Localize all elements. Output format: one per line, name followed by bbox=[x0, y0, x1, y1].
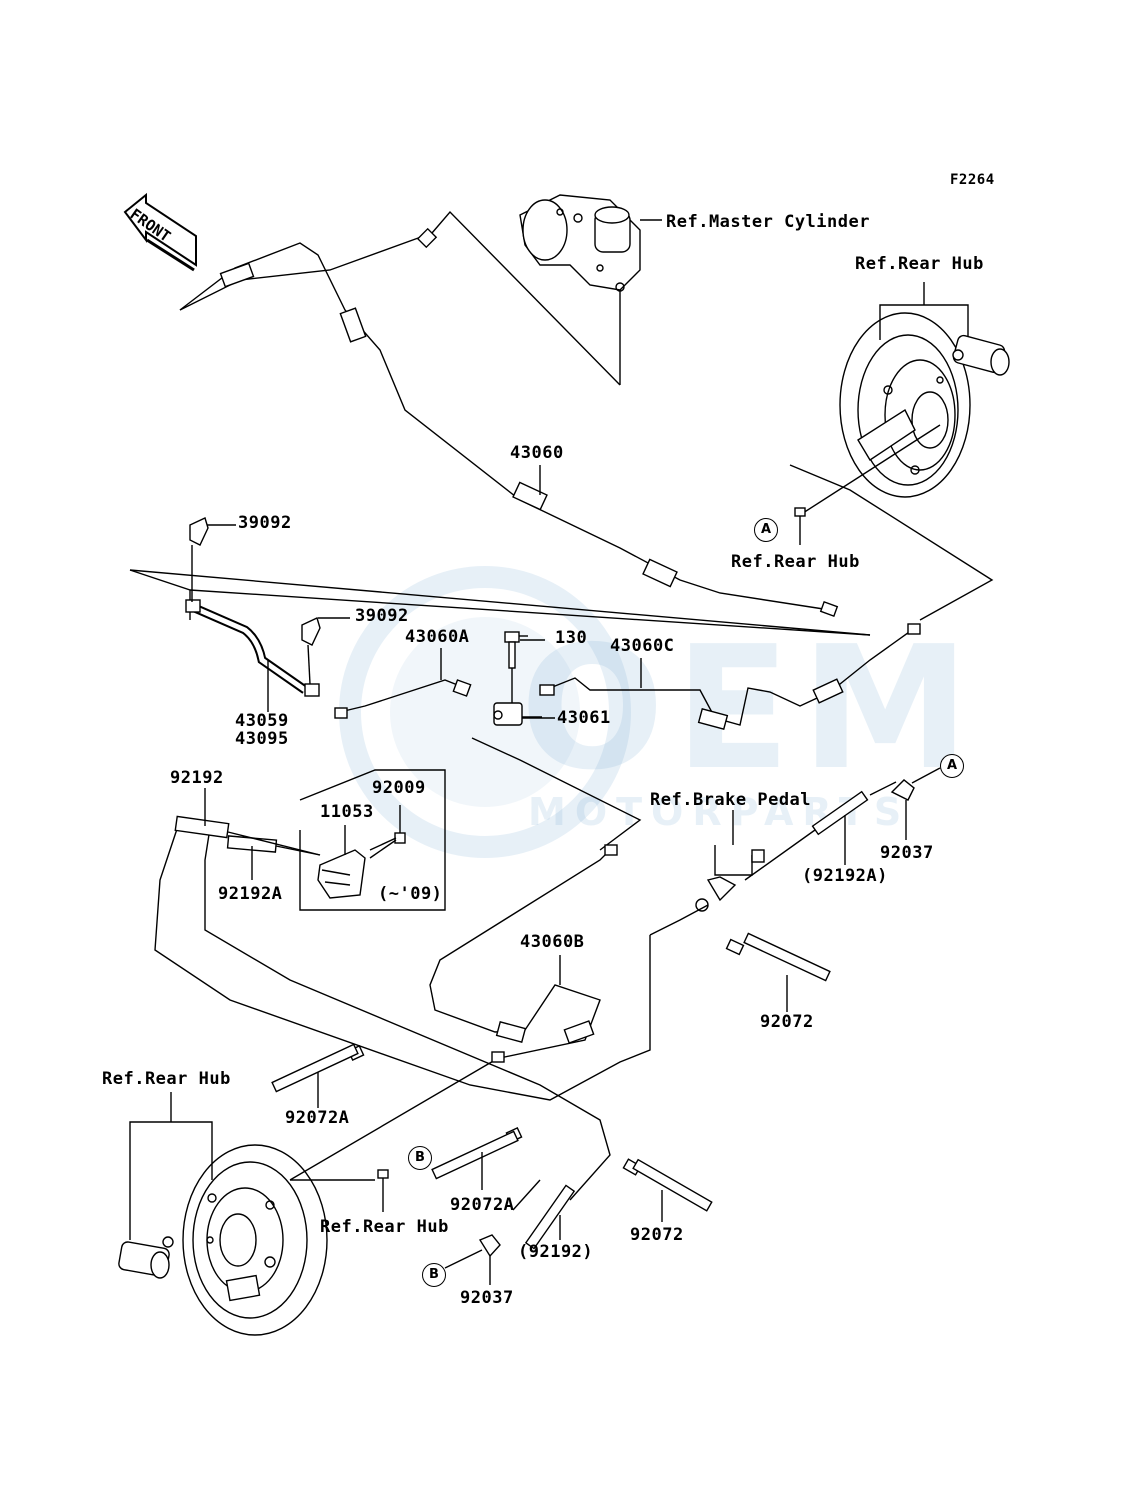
label-92037-right[interactable]: 92037 bbox=[880, 843, 934, 863]
label-92009[interactable]: 92009 bbox=[372, 778, 426, 798]
bleeder-screw-icon bbox=[377, 1169, 389, 1212]
rear-hub-brake-plate-bottom bbox=[118, 1092, 328, 1336]
guide-line bbox=[471, 737, 642, 851]
brake-pedal-bracket bbox=[695, 810, 765, 912]
leader-line bbox=[444, 1249, 483, 1269]
callout-a-top: A bbox=[754, 518, 778, 542]
label-43060A[interactable]: 43060A bbox=[405, 627, 470, 647]
label-92192[interactable]: 92192 bbox=[170, 768, 224, 788]
label-43060C[interactable]: 43060C bbox=[610, 636, 675, 656]
figure-code: F2264 bbox=[950, 172, 995, 188]
junction-block-43061 bbox=[493, 631, 542, 726]
label-39092-lower[interactable]: 39092 bbox=[355, 606, 409, 626]
label-92192A[interactable]: 92192A bbox=[218, 884, 283, 904]
callout-b-low: B bbox=[422, 1263, 446, 1287]
brake-pipe-43060B bbox=[429, 844, 618, 1063]
label-39092-upper[interactable]: 39092 bbox=[238, 513, 292, 533]
wire-routing bbox=[154, 819, 816, 1201]
brake-hose-43059 bbox=[185, 517, 321, 712]
cable-tie-92072-bottom bbox=[622, 1158, 713, 1222]
sleeve-92192-bottom bbox=[524, 1184, 576, 1250]
label-43095[interactable]: 43095 bbox=[235, 729, 289, 749]
label-09-note: (~'09) bbox=[378, 884, 443, 904]
wheel-cylinder-icon bbox=[118, 1236, 174, 1279]
sleeve-92192 bbox=[174, 815, 230, 839]
label-92192-paren[interactable]: (92192) bbox=[518, 1242, 594, 1262]
guide-line bbox=[129, 569, 871, 636]
leader-line bbox=[289, 1059, 496, 1181]
front-arrow-icon bbox=[123, 192, 197, 272]
leader-line bbox=[802, 424, 941, 514]
label-43059[interactable]: 43059 bbox=[235, 711, 289, 731]
label-92072A-left[interactable]: 92072A bbox=[285, 1108, 350, 1128]
label-ref-rear-hub-top[interactable]: Ref.Rear Hub bbox=[855, 254, 984, 274]
callout-a-right: A bbox=[940, 754, 964, 778]
wheel-cylinder-icon bbox=[952, 334, 1010, 376]
bleeder-screw-icon bbox=[794, 507, 806, 545]
clamp-92037-bottom bbox=[478, 1234, 501, 1258]
cable-tie-92072A-left bbox=[271, 1043, 365, 1108]
label-43061[interactable]: 43061 bbox=[557, 708, 611, 728]
label-92072-lower[interactable]: 92072 bbox=[630, 1225, 684, 1245]
bracket-11053-box bbox=[299, 769, 446, 911]
rear-hub-brake-plate-top bbox=[839, 282, 1010, 498]
label-43060B[interactable]: 43060B bbox=[520, 932, 585, 952]
label-130[interactable]: 130 bbox=[555, 628, 588, 648]
sleeve-92192A-right bbox=[811, 790, 869, 836]
guide-line bbox=[431, 210, 621, 386]
guide-line bbox=[189, 589, 871, 636]
label-92037-bottom[interactable]: 92037 bbox=[460, 1288, 514, 1308]
label-11053[interactable]: 11053 bbox=[320, 802, 374, 822]
label-43060[interactable]: 43060 bbox=[510, 443, 564, 463]
label-ref-rear-hub-bottom[interactable]: Ref.Rear Hub bbox=[320, 1217, 449, 1237]
label-ref-rear-hub-mid[interactable]: Ref.Rear Hub bbox=[731, 552, 860, 572]
label-92192A-paren[interactable]: (92192A) bbox=[802, 866, 888, 886]
guide-line bbox=[789, 464, 994, 621]
label-ref-rear-hub-left[interactable]: Ref.Rear Hub bbox=[102, 1069, 231, 1089]
label-92072-upper[interactable]: 92072 bbox=[760, 1012, 814, 1032]
wire-routing bbox=[275, 845, 321, 856]
guide-line bbox=[129, 569, 191, 620]
callout-b-mid: B bbox=[408, 1146, 432, 1170]
label-ref-master-cylinder[interactable]: Ref.Master Cylinder bbox=[666, 212, 870, 232]
wire-routing bbox=[512, 1179, 541, 1211]
master-cylinder-icon bbox=[519, 194, 662, 292]
label-ref-brake-pedal[interactable]: Ref.Brake Pedal bbox=[650, 790, 812, 810]
leader-line bbox=[911, 767, 941, 784]
cable-tie-92072-top bbox=[725, 932, 831, 1012]
brake-pipe-43060C bbox=[539, 623, 921, 730]
cable-tie-92072A-mid bbox=[431, 1127, 523, 1190]
clamp-92037 bbox=[890, 779, 915, 801]
label-92072A-mid[interactable]: 92072A bbox=[450, 1195, 515, 1215]
wire-routing bbox=[869, 781, 897, 796]
brake-pipe-43060A bbox=[334, 648, 472, 719]
brake-pipe-43060 bbox=[179, 227, 839, 617]
